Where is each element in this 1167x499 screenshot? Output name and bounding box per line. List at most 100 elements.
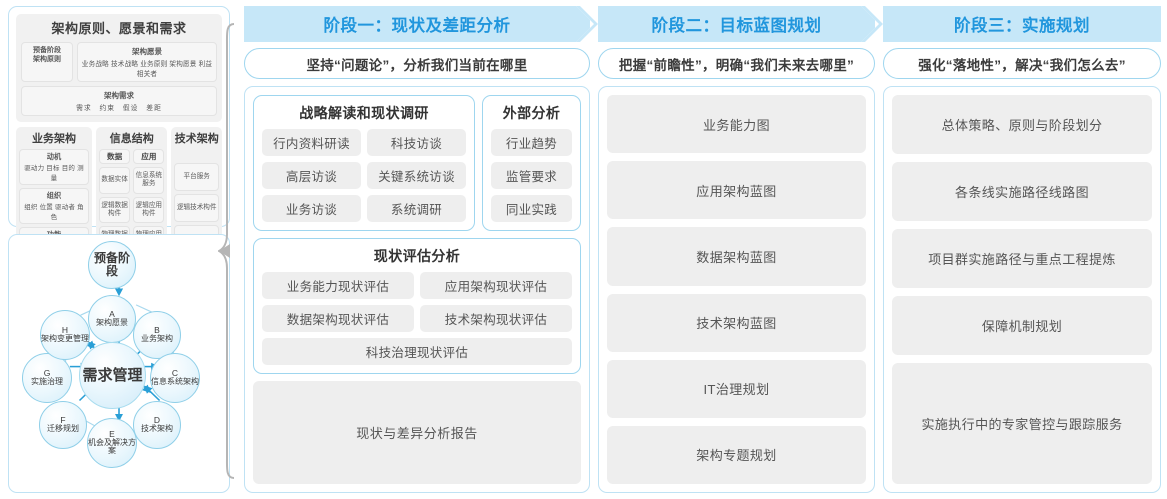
preliminary-phase-cell: 预备阶段 架构原则: [21, 42, 73, 82]
application-item-0: 信息系统服务: [133, 167, 165, 194]
assessment-item-3[interactable]: 技术架构现状评估: [420, 305, 572, 332]
adm-node-b[interactable]: B 业务架构: [133, 311, 181, 359]
phase-2-subtitle: 把握“前瞻性”，明确“我们未来去哪里”: [598, 48, 875, 79]
adm-node-b-label: 业务架构: [141, 333, 173, 343]
adm-node-f-label: 迁移规划: [47, 423, 79, 433]
data-item-1: 逻辑数据构件: [99, 196, 131, 224]
phase-3-body: 总体策略、原则与阶段划分 各条线实施路径线路图 项目群实施路径与重点工程提炼 保…: [883, 86, 1161, 493]
adm-node-d-letter: D: [153, 415, 161, 426]
adm-node-a[interactable]: A 架构愿景: [88, 295, 136, 343]
phase2-item-3[interactable]: 技术架构蓝图: [607, 293, 866, 352]
strategy-research-title: 战略解读和现状调研: [299, 105, 429, 121]
research-item-4[interactable]: 业务访谈: [262, 195, 361, 222]
phase2-item-2[interactable]: 数据架构蓝图: [607, 227, 866, 286]
architecture-requirements-items: 需求 约束 假设 差距: [76, 105, 162, 112]
business-architecture-column: 业务架构 动机 驱动力 目标 目的 测量 组织 组织 位置 驱动者 角色 功能 …: [16, 127, 92, 256]
architecture-vision-items: 业务战略 技术战略 业务原则 架构愿景 利益相关者: [81, 61, 213, 78]
phase-banner-3-label: 阶段三：实施规划: [954, 17, 1090, 35]
togaf-content-framework-panel: 架构原则、愿景和需求 预备阶段 架构原则 架构愿景 业务战略 技术战略 业务原则…: [8, 6, 230, 304]
gap-analysis-report[interactable]: 现状与差异分析报告: [253, 381, 581, 484]
technology-item-0: 平台服务: [174, 163, 219, 191]
assessment-title: 现状评估分析: [373, 248, 461, 264]
adm-node-g-letter: G: [43, 368, 51, 379]
adm-node-h[interactable]: H 架构变更管理: [40, 310, 90, 360]
phase2-item-1[interactable]: 应用架构蓝图: [607, 161, 866, 220]
external-analysis-items: 行业趋势 监管要求 同业实践: [491, 129, 572, 222]
phase2-item-4[interactable]: IT治理规划: [607, 359, 866, 418]
adm-node-d[interactable]: D 技术架构: [133, 401, 181, 449]
strategy-research-card: 战略解读和现状调研 行内资料研读 科技访谈 高层访谈 关键系统访谈 业务访谈 系…: [253, 95, 475, 231]
phase-banner-1[interactable]: 阶段一：现状及差距分析: [244, 6, 590, 42]
adm-node-a-letter: A: [109, 309, 115, 320]
adm-node-b-letter: B: [154, 325, 160, 336]
phase-banner-1-label: 阶段一：现状及差距分析: [323, 17, 511, 35]
external-analysis-title: 外部分析: [502, 105, 561, 121]
phase-banner-3[interactable]: 阶段三：实施规划: [883, 6, 1161, 42]
assessment-item-2[interactable]: 数据架构现状评估: [262, 305, 414, 332]
research-item-3[interactable]: 关键系统访谈: [367, 162, 466, 189]
phase3-item-1[interactable]: 各条线实施路径线路图: [892, 162, 1152, 222]
phase-column-2: 把握“前瞻性”，明确“我们未来去哪里” 业务能力图 应用架构蓝图 数据架构蓝图 …: [598, 48, 875, 493]
phase3-item-3[interactable]: 保障机制规划: [892, 296, 1152, 356]
connector-brace: [218, 23, 235, 479]
principles-vision-row: 预备阶段 架构原则 架构愿景 业务战略 技术战略 业务原则 架构愿景 利益相关者: [21, 42, 217, 82]
assessment-item-0[interactable]: 业务能力现状评估: [262, 272, 414, 299]
phase-1-top-row: 战略解读和现状调研 行内资料研读 科技访谈 高层访谈 关键系统访谈 业务访谈 系…: [253, 95, 581, 231]
motivation-items: 驱动力 目标 目的 测量: [24, 165, 84, 182]
current-state-assessment-card: 现状评估分析 业务能力现状评估 应用架构现状评估 数据架构现状评估 技术架构现状…: [253, 238, 581, 374]
research-item-5[interactable]: 系统调研: [367, 195, 466, 222]
adm-node-e-letter: E: [109, 428, 115, 439]
motivation-group: 动机 驱动力 目标 目的 测量: [19, 149, 89, 185]
adm-node-a-label: 架构愿景: [96, 317, 128, 327]
motivation-title: 动机: [46, 152, 62, 161]
research-item-2[interactable]: 高层访谈: [262, 162, 361, 189]
architecture-requirements-cell: 架构需求 需求 约束 假设 差距: [21, 86, 217, 116]
phase-1-body: 战略解读和现状调研 行内资料研读 科技访谈 高层访谈 关键系统访谈 业务访谈 系…: [244, 86, 590, 493]
left-reference-column: 架构原则、愿景和需求 预备阶段 架构原则 架构愿景 业务战略 技术战略 业务原则…: [8, 6, 230, 493]
adm-node-e[interactable]: E 机会及解决方案: [87, 418, 137, 468]
phase3-item-4[interactable]: 实施执行中的专家管控与跟踪服务: [892, 363, 1152, 485]
strategy-research-items: 行内资料研读 科技访谈 高层访谈 关键系统访谈 业务访谈 系统调研: [262, 129, 466, 222]
adm-node-f[interactable]: F 迁移规划: [39, 401, 87, 449]
preliminary-line1: 预备阶段: [33, 47, 61, 54]
adm-node-preliminary[interactable]: 预备阶段: [88, 241, 136, 289]
phase-3-subtitle: 强化“落地性”，解决“我们怎么去”: [883, 48, 1161, 79]
external-item-1[interactable]: 监管要求: [491, 162, 572, 189]
phase-2-body: 业务能力图 应用架构蓝图 数据架构蓝图 技术架构蓝图 IT治理规划 架构专题规划: [598, 86, 875, 493]
adm-node-f-letter: F: [60, 415, 66, 426]
adm-center-label: 需求管理: [82, 366, 143, 384]
adm-node-d-label: 技术架构: [141, 423, 173, 433]
research-item-0[interactable]: 行内资料研读: [262, 129, 361, 156]
adm-node-c[interactable]: C 信息系统架构: [150, 353, 200, 403]
phase3-item-0[interactable]: 总体策略、原则与阶段划分: [892, 95, 1152, 155]
external-item-0[interactable]: 行业趋势: [491, 129, 572, 156]
togaf-adm-cycle-panel: 预备阶段 A 架构愿景 B 业务架构 C 信息系统架构 D 技术架构: [8, 234, 230, 493]
adm-node-g-label: 实施治理: [31, 376, 63, 386]
phase-banner-2-label: 阶段二：目标蓝图规划: [651, 17, 822, 35]
phase-column-3: 强化“落地性”，解决“我们怎么去” 总体策略、原则与阶段划分 各条线实施路径线路…: [883, 48, 1161, 493]
research-item-1[interactable]: 科技访谈: [367, 129, 466, 156]
phase-columns: 坚持“问题论”，分析我们当前在哪里 战略解读和现状调研 行内资料研读 科技访谈 …: [244, 48, 1161, 493]
application-item-1: 逻辑应用构件: [133, 196, 165, 224]
external-item-2[interactable]: 同业实践: [491, 195, 572, 222]
assessment-item-1[interactable]: 应用架构现状评估: [420, 272, 572, 299]
togaf-top-title: 架构原则、愿景和需求: [51, 21, 187, 36]
phase2-item-5[interactable]: 架构专题规划: [607, 425, 866, 485]
technology-architecture-title: 技术架构: [174, 133, 219, 145]
phase3-item-2[interactable]: 项目群实施路径与重点工程提炼: [892, 229, 1152, 289]
phase-column-1: 坚持“问题论”，分析我们当前在哪里 战略解读和现状调研 行内资料研读 科技访谈 …: [244, 48, 590, 493]
technology-item-1: 逻辑技术构件: [174, 194, 219, 222]
phase2-item-0[interactable]: 业务能力图: [607, 95, 866, 154]
architecture-principles-block: 架构原则、愿景和需求 预备阶段 架构原则 架构愿景 业务战略 技术战略 业务原则…: [16, 14, 222, 122]
organization-items: 组织 位置 驱动者 角色: [24, 204, 84, 221]
adm-node-c-label: 信息系统架构: [151, 376, 199, 386]
adm-node-center-requirements-management[interactable]: 需求管理: [79, 342, 146, 409]
adm-node-h-letter: H: [61, 325, 69, 336]
assessment-item-4[interactable]: 科技治理现状评估: [262, 338, 572, 365]
preliminary-line2: 架构原则: [33, 56, 61, 64]
external-analysis-card: 外部分析 行业趋势 监管要求 同业实践: [482, 95, 581, 231]
phase-banner-2[interactable]: 阶段二：目标蓝图规划: [598, 6, 875, 42]
information-structure-title: 信息结构: [109, 133, 154, 145]
adm-node-g[interactable]: G 实施治理: [22, 353, 72, 403]
data-item-0: 数据实体: [99, 167, 131, 194]
